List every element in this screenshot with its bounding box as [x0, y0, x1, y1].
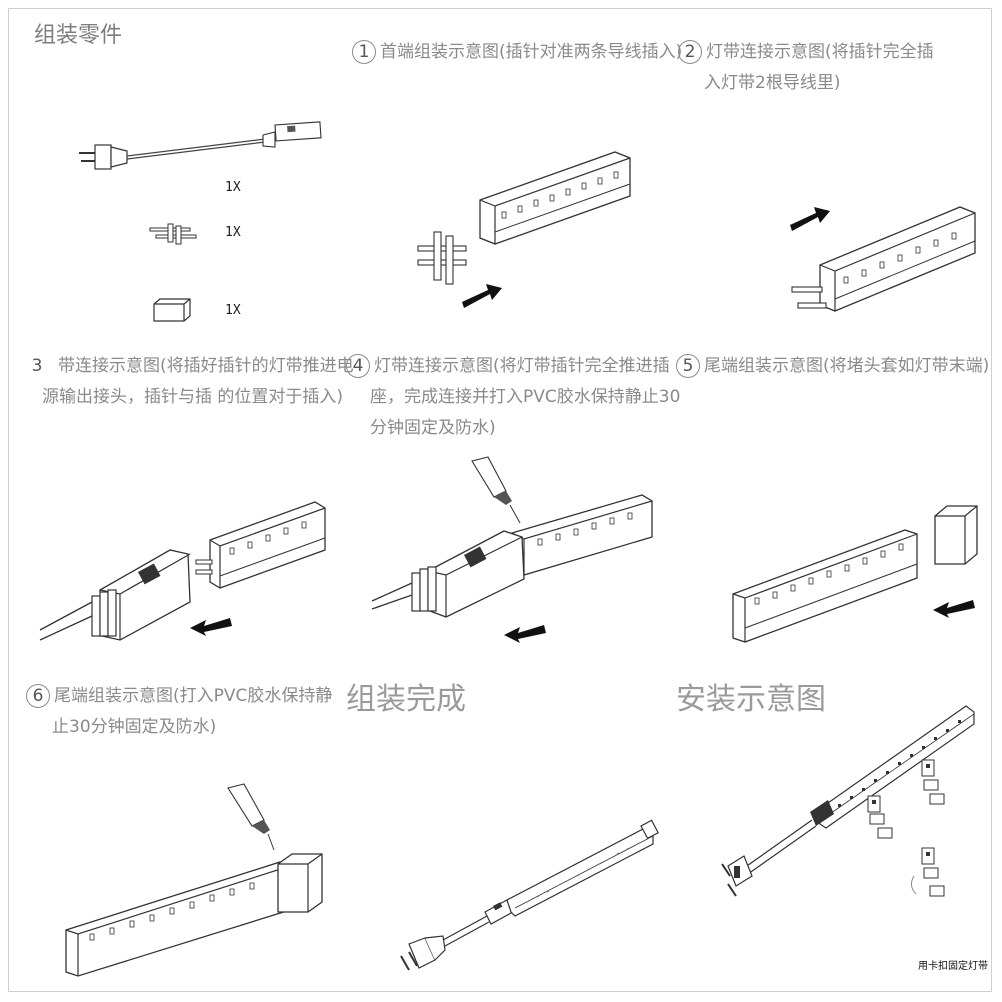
step-3-number: 3 — [31, 355, 43, 376]
step-3-diagram — [39, 501, 326, 641]
step-3-title: 3 带连接示意图(将插好插针的灯带推进电 源输出接头，插针与插 的位置对于插入) — [26, 350, 354, 412]
qty-end-cap: 1X — [225, 303, 241, 318]
step-5-text: 尾端组装示意图(将堵头套如灯带末端) — [704, 356, 990, 376]
assembled-title: 组装完成 — [346, 682, 466, 717]
step-6-number: 6 — [26, 683, 50, 708]
step-2-text-line2: 入灯带2根导线里) — [704, 73, 841, 93]
step-6-text-line2: 止30分钟固定及防水) — [52, 717, 217, 737]
step-2-text-line1: 灯带连接示意图(将插针完全插 — [706, 42, 934, 62]
step-4-diagram — [371, 456, 653, 643]
qty-power-cable: 1X — [225, 180, 241, 195]
step-2-diagram — [790, 206, 976, 312]
end-cap — [153, 298, 191, 322]
page-frame — [8, 8, 992, 992]
step-6-text-line1: 尾端组装示意图(打入PVC胶水保持静 — [54, 686, 333, 706]
install-diagram — [721, 705, 975, 897]
power-plug-cable — [79, 121, 322, 170]
step-1-number: 1 — [352, 39, 376, 64]
connector-pins — [149, 223, 197, 245]
step-4-number: 4 — [346, 353, 370, 378]
assembled-diagram — [400, 819, 659, 971]
step-3-text-line2: 源输出接头，插针与插 的位置对于插入) — [42, 387, 344, 407]
parts-title: 组装零件 — [34, 23, 123, 48]
step-1-diagram — [417, 151, 631, 308]
step-2-number: 2 — [678, 39, 702, 64]
step-1-text: 首端组装示意图(插针对准两条导线插入) — [380, 42, 683, 62]
step-6-diagram — [65, 783, 323, 977]
step-5-diagram — [732, 505, 978, 643]
install-title: 安装示意图 — [676, 682, 826, 717]
step-3-text-line1: 带连接示意图(将插好插针的灯带推进电 — [58, 356, 354, 376]
step-5-number: 5 — [676, 353, 700, 378]
qty-pins: 1X — [225, 225, 241, 240]
step-4-text-line1: 灯带连接示意图(将灯带插针完全推进插 — [374, 356, 670, 376]
step-4-text-line3: 分钟固定及防水) — [370, 418, 496, 438]
install-caption: 用卡扣固定灯带 — [918, 961, 988, 972]
step-4-text-line2: 座，完成连接并打入PVC胶水保持静止30 — [370, 387, 681, 407]
